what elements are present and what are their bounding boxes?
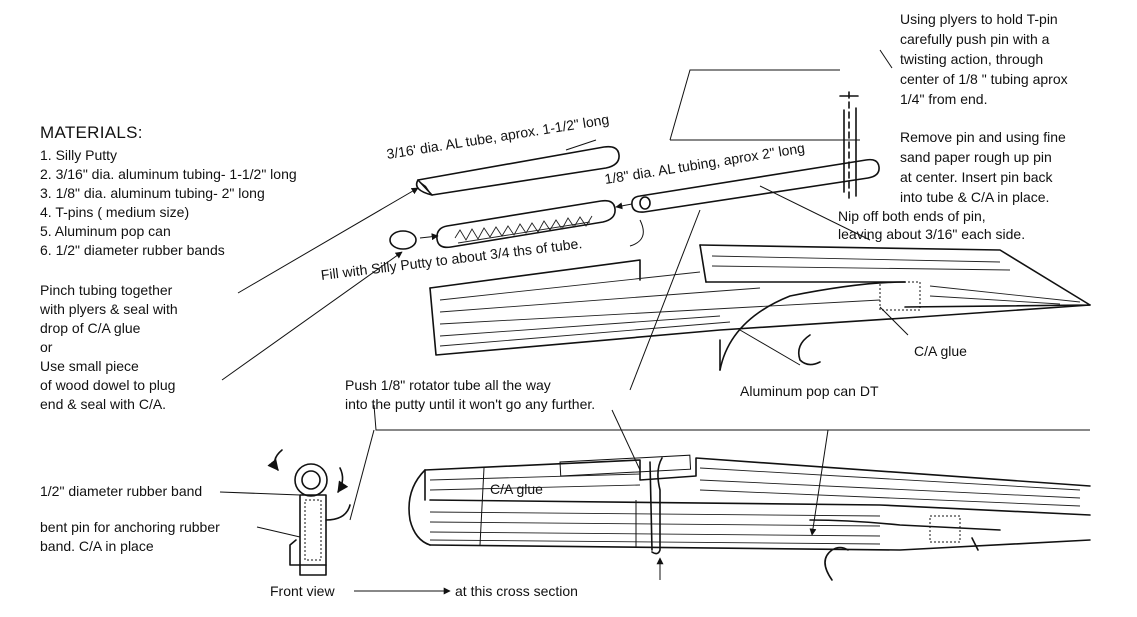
remove-pin-note: Remove pin and using fine bbox=[900, 129, 1066, 145]
cross-section-label: at this cross section bbox=[455, 583, 578, 599]
nip-pin-note: leaving about 3/16" each side. bbox=[838, 226, 1026, 242]
tpin-note: Using plyers to hold T-pin bbox=[900, 11, 1058, 27]
remove-pin-note: at center. Insert pin back bbox=[900, 169, 1053, 185]
nip-pin-note: Nip off both ends of pin, bbox=[838, 208, 986, 224]
push-tube-note: Push 1/8" rotator tube all the way bbox=[345, 377, 551, 393]
material-item: 4. T-pins ( medium size) bbox=[40, 204, 190, 220]
pinch-note: Use small piece bbox=[40, 358, 139, 374]
material-item: 1. Silly Putty bbox=[40, 147, 118, 163]
pinch-note: end & seal with C/A. bbox=[40, 396, 167, 412]
ca-glue-label-upper: C/A glue bbox=[914, 343, 967, 359]
tpin-note: 1/4" from end. bbox=[900, 91, 988, 107]
pinch-note: drop of C/A glue bbox=[40, 320, 141, 336]
material-item: 5. Aluminum pop can bbox=[40, 223, 171, 239]
bent-pin-label: band. C/A in place bbox=[40, 538, 154, 554]
putty-tube-drawing bbox=[389, 199, 616, 250]
material-item: 2. 3/16" dia. aluminum tubing- 1-1/2" lo… bbox=[40, 166, 297, 182]
materials-heading: MATERIALS: bbox=[40, 123, 143, 142]
front-view-label: Front view bbox=[270, 583, 335, 599]
pinch-note: of wood dowel to plug bbox=[40, 377, 176, 393]
tube-316-drawing bbox=[415, 145, 620, 196]
remove-pin-note: sand paper rough up pin bbox=[900, 149, 1052, 165]
tube-18-drawing bbox=[565, 139, 880, 213]
rubber-band-label: 1/2" diameter rubber band bbox=[40, 483, 203, 499]
tpin-note: carefully push pin with a bbox=[900, 31, 1050, 47]
front-view-drawing bbox=[267, 449, 351, 576]
leader-lines bbox=[219, 69, 1090, 595]
pop-can-dt-label: Aluminum pop can DT bbox=[740, 383, 879, 399]
push-tube-note: into the putty until it won't go any fur… bbox=[345, 396, 596, 412]
material-item: 3. 1/8" dia. aluminum tubing- 2" long bbox=[40, 185, 265, 201]
ca-glue-label-lower: C/A glue bbox=[490, 481, 543, 497]
pinch-note: with plyers & seal with bbox=[40, 301, 178, 317]
tail-boom-upper bbox=[429, 244, 1091, 371]
tpin-note: center of 1/8 " tubing aprox bbox=[900, 71, 1068, 87]
pinch-note: or bbox=[40, 339, 53, 355]
tail-boom-lower bbox=[408, 409, 1091, 581]
material-item: 6. 1/2" diameter rubber bands bbox=[40, 242, 225, 258]
tpin-note: twisting action, through bbox=[900, 51, 1044, 67]
pinch-note: Pinch tubing together bbox=[40, 282, 173, 298]
t-pin-drawing bbox=[839, 49, 893, 201]
remove-pin-note: into tube & C/A in place. bbox=[900, 189, 1050, 205]
bent-pin-label: bent pin for anchoring rubber bbox=[40, 519, 220, 535]
